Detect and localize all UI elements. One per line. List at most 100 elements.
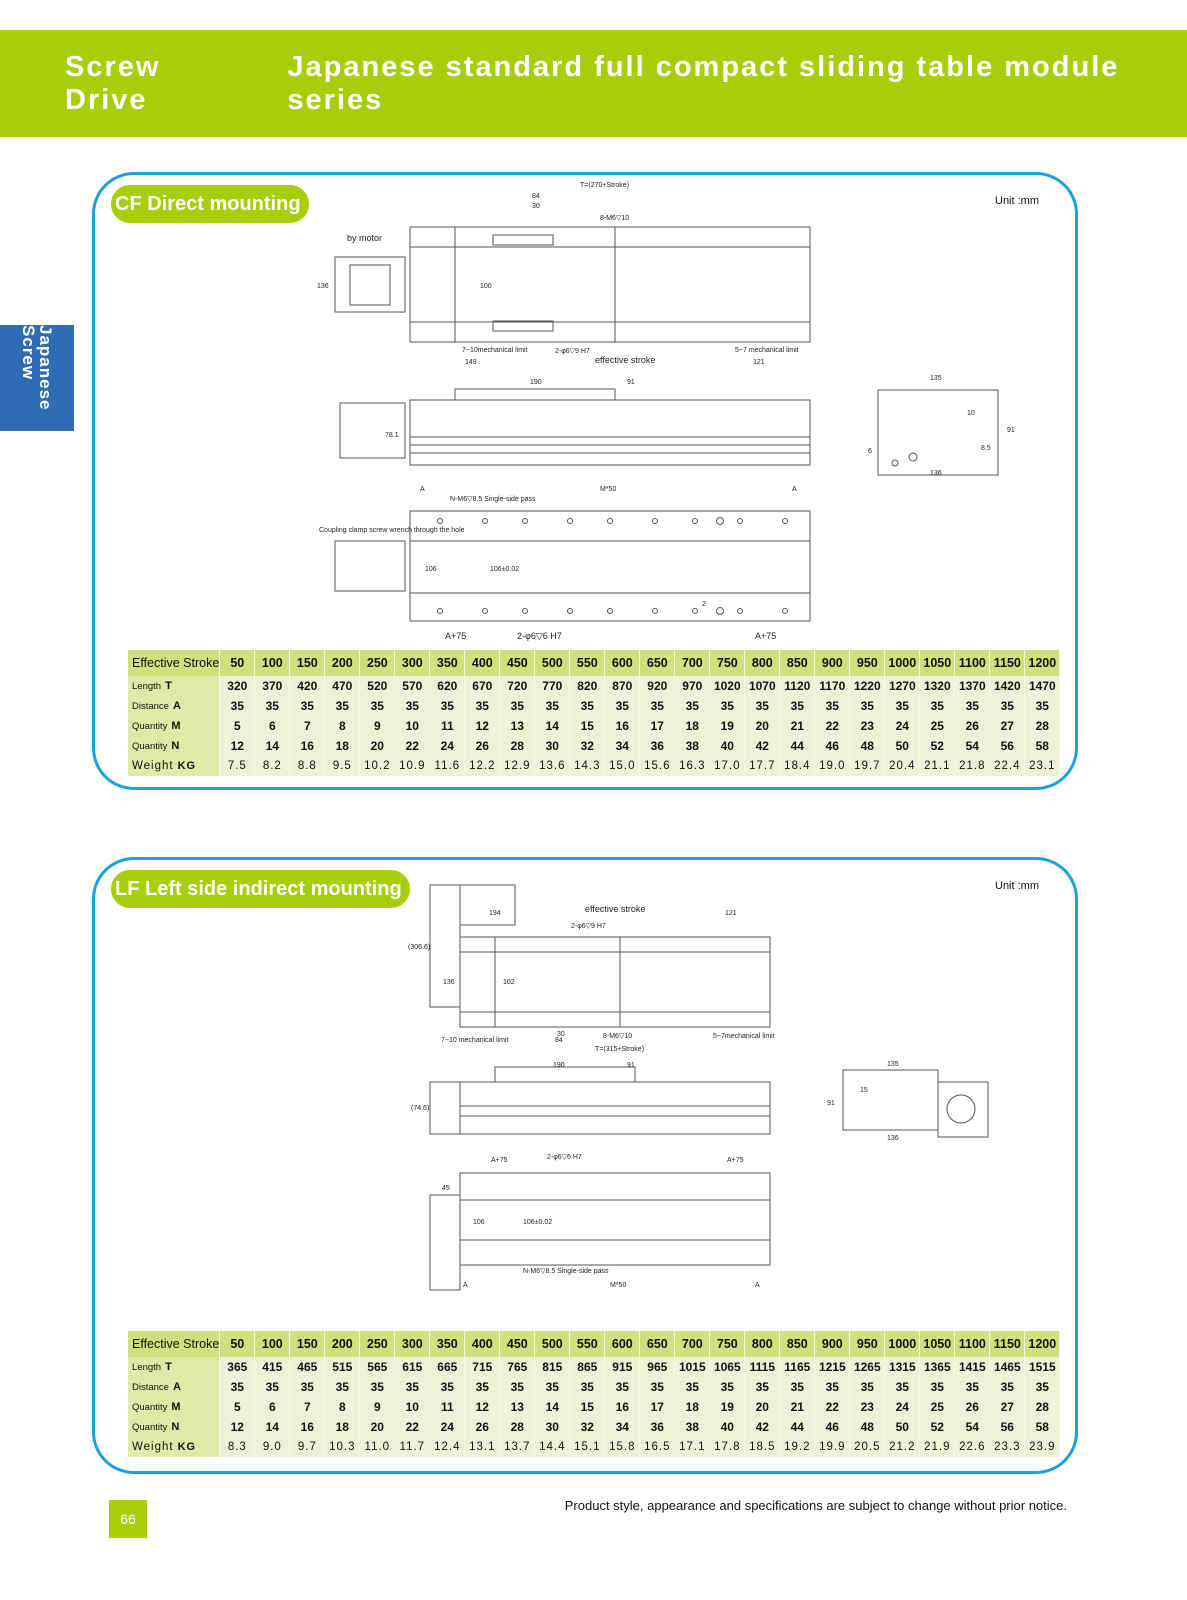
dim-label: A+75 — [727, 1157, 744, 1164]
table-cell: 13.1 — [464, 1437, 501, 1457]
table-cell: 48 — [849, 1417, 886, 1437]
side-tab[interactable]: Japanese Screw — [0, 325, 74, 431]
table-cell: 1515 — [1024, 1357, 1061, 1377]
table-cell: 35 — [499, 696, 536, 716]
table-cell: 12 — [464, 1397, 501, 1417]
table-cell: 56 — [989, 1417, 1026, 1437]
table-cell: 17 — [639, 716, 676, 736]
cf-title: CF Direct mounting — [109, 183, 311, 225]
table-cell: 36 — [639, 736, 676, 756]
table-cell: 515 — [324, 1357, 361, 1377]
table-cell: 9 — [359, 716, 396, 736]
table-cell: 350 — [429, 1331, 466, 1357]
row-symbol: KG — [177, 1441, 197, 1453]
footer-notice: Product style, appearance and specificat… — [564, 1498, 1067, 1513]
table-cell: 35 — [814, 696, 851, 716]
table-cell: 35 — [674, 696, 711, 716]
lf-title: LF Left side indirect mounting — [109, 868, 412, 910]
table-cell: 11 — [429, 716, 466, 736]
table-cell: 550 — [569, 1331, 606, 1357]
table-cell: 17.1 — [674, 1437, 711, 1457]
table-cell: 820 — [569, 676, 606, 696]
table-cell: 35 — [394, 696, 431, 716]
table-cell: 16 — [604, 1397, 641, 1417]
row-label-text: Quantity — [132, 1422, 168, 1433]
table-cell: 1470 — [1024, 676, 1061, 696]
table-cell: 28 — [1024, 716, 1061, 736]
table-cell: 34 — [604, 1417, 641, 1437]
lf-drawing: effective stroke 121 194 2-φ6▽9 H7 (306.… — [408, 884, 989, 1291]
table-cell: 450 — [499, 1331, 536, 1357]
dim-label: 91 — [827, 1100, 835, 1107]
table-cell: 15.6 — [639, 756, 676, 776]
table-cell: 17 — [639, 1397, 676, 1417]
dim-label: A+75 — [755, 631, 776, 641]
dim-label: A — [755, 1282, 760, 1289]
table-cell: 35 — [989, 696, 1026, 716]
table-cell: 615 — [394, 1357, 431, 1377]
table-cell: 1465 — [989, 1357, 1026, 1377]
table-cell: 18 — [674, 1397, 711, 1417]
dim-label: 149 — [465, 359, 477, 366]
table-cell: 35 — [464, 1377, 501, 1397]
table-cell: 35 — [1024, 1377, 1061, 1397]
table-cell: 48 — [849, 736, 886, 756]
table-cell: 300 — [394, 650, 431, 676]
row-label-text: Distance — [132, 1382, 169, 1393]
table-cell: 19.0 — [814, 756, 851, 776]
table-cell: 24 — [884, 716, 921, 736]
page-number: 66 — [109, 1500, 147, 1538]
dim-label: 194 — [489, 910, 501, 917]
dim-label: 2-φ6▽6 H7 — [547, 1154, 582, 1161]
cf-panel: CF Direct mounting Unit :mm T=(270+Strok… — [92, 172, 1078, 790]
table-cell: 16 — [289, 1417, 326, 1437]
table-cell: 1415 — [954, 1357, 991, 1377]
table-cell: 850 — [779, 1331, 816, 1357]
dim-label: 7~10mechanical limit — [462, 347, 528, 354]
table-cell: 35 — [919, 1377, 956, 1397]
table-cell: 15 — [569, 716, 606, 736]
table-cell: 28 — [499, 736, 536, 756]
table-cell: 17.8 — [709, 1437, 746, 1457]
table-cell: 17.7 — [744, 756, 781, 776]
table-cell: 9.5 — [324, 756, 361, 776]
table-cell: 35 — [219, 696, 256, 716]
table-cell: 750 — [709, 650, 746, 676]
table-cell: 35 — [429, 1377, 466, 1397]
table-cell: 1215 — [814, 1357, 851, 1377]
dim-label: 2 — [702, 601, 706, 608]
table-cell: 850 — [779, 650, 816, 676]
table-cell: 42 — [744, 736, 781, 756]
table-cell: 25 — [919, 1397, 956, 1417]
dim-label: 15 — [860, 1087, 868, 1094]
page-title: Japanese standard full compact sliding t… — [287, 50, 1120, 116]
page-header: Screw Drive Japanese standard full compa… — [0, 30, 1187, 137]
table-cell: 800 — [744, 1331, 781, 1357]
table-cell: 32 — [569, 736, 606, 756]
dim-label: 2-φ6▽9 H7 — [555, 348, 590, 355]
table-cell: 35 — [884, 696, 921, 716]
table-cell: 38 — [674, 1417, 711, 1437]
table-cell: 1050 — [919, 1331, 956, 1357]
table-cell: 150 — [289, 650, 326, 676]
row-symbol: N — [171, 1421, 180, 1433]
table-cell: 35 — [534, 696, 571, 716]
table-cell: 35 — [569, 696, 606, 716]
table-cell: 10 — [394, 1397, 431, 1417]
table-cell: 570 — [394, 676, 431, 696]
row-symbol: N — [171, 740, 180, 752]
table-cell: 1000 — [884, 1331, 921, 1357]
table-cell: 10.3 — [324, 1437, 361, 1457]
table-cell: 11.0 — [359, 1437, 396, 1457]
dim-label: 102 — [503, 979, 515, 986]
table-cell: 1015 — [674, 1357, 711, 1377]
table-cell: 27 — [989, 1397, 1026, 1417]
table-cell: 1365 — [919, 1357, 956, 1377]
row-symbol: M — [171, 720, 181, 732]
table-cell: 24 — [429, 736, 466, 756]
table-cell: 1100 — [954, 650, 991, 676]
dim-label: 30 — [557, 1031, 565, 1038]
